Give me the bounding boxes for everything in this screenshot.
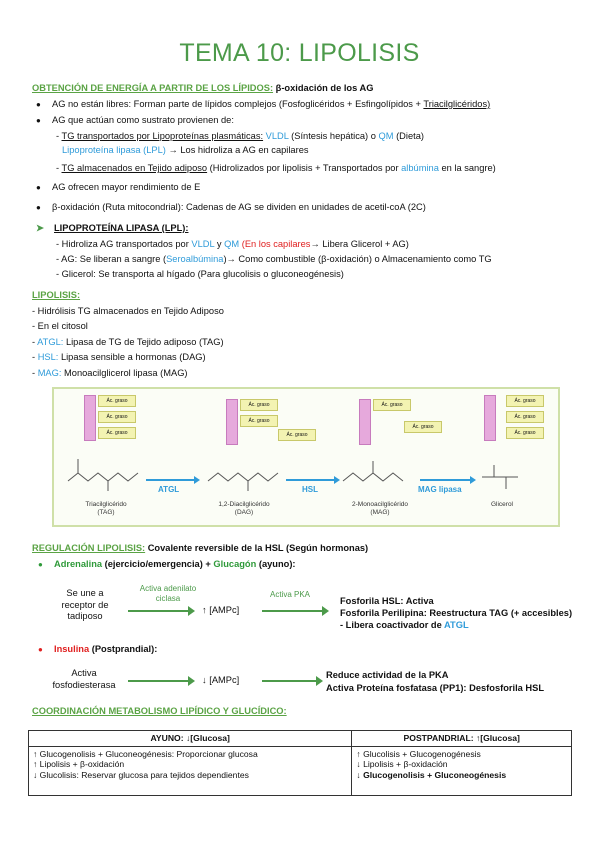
energy-item-4: β-oxidación (Ruta mitocondrial): Cadenas… [52, 202, 426, 212]
enzyme-mag-lipasa: MAG lipasa [418, 485, 462, 494]
lipolysis-diagram: Ác. graso Ác. graso Ác. graso Ác. graso … [52, 387, 560, 527]
fatty-acid-block: Ác. graso [404, 421, 442, 433]
energy-item-3: AG ofrecen mayor rendimiento de E [52, 182, 201, 192]
energy-sub-2: - TG almacenados en Tejido adiposo (Hidr… [56, 163, 496, 173]
energy-item-2: AG que actúan como sustrato provienen de… [52, 115, 234, 125]
reaction-arrow-icon [286, 476, 340, 484]
adrenalina-line: Adrenalina (ejercicio/emergencia) + Gluc… [54, 559, 296, 569]
fatty-acid-block: Ác. graso [240, 415, 278, 427]
cell-postpandrial: ↑ Glucolisis + Glucogenogénesis↓ Lipolis… [351, 745, 572, 796]
output-pp1: Activa Proteína fosfatasa (PP1): Desfosf… [326, 683, 545, 693]
molecule-label-glicerol: Glicerol [490, 501, 514, 508]
fatty-acid-block: Ác. graso [506, 395, 544, 407]
table-row: AYUNO: ↓[Glucosa] POSTPANDRIAL: ↑[Glucos… [27, 730, 572, 747]
fatty-acid-block: Ác. graso [506, 411, 544, 423]
bullet-icon: ● [36, 100, 41, 109]
lipolisis-heading: LIPOLISIS: [32, 290, 81, 300]
dag-structure-icon [207, 472, 279, 491]
fatty-acid-block: Ác. graso [98, 395, 136, 407]
arrow-right-icon [128, 676, 195, 686]
lipolisis-line-1: - Hidrólisis TG almacenados en Tejido Ad… [32, 306, 224, 316]
col-ayuno: AYUNO: ↓[Glucosa] [27, 730, 353, 747]
lpl-line-2: - AG: Se liberan a sangre (Seroalbúmina)… [56, 254, 492, 264]
output-atgl: - Libera coactivador de ATGL [340, 620, 469, 630]
cell-ayuno: ↑ Glucogenolisis + Gluconeogénesis: Prop… [27, 745, 353, 796]
output-pka-down: Reduce actividad de la PKA [326, 670, 449, 680]
molecule-label-dag: 1,2-Diacilglicérido(DAG) [218, 501, 270, 517]
lipolisis-line-3: - ATGL: Lipasa de TG de Tejido adiposo (… [32, 337, 224, 347]
molecule-label-tag: Triacilglicérido(TAG) [85, 501, 127, 517]
enzyme-atgl: ATGL [158, 485, 180, 494]
energy-sub-1: - TG transportados por Lipoproteínas pla… [56, 131, 424, 141]
regulacion-heading: REGULACIÓN LIPOLISIS: Covalente reversib… [32, 543, 369, 553]
lpl-heading: LIPOPROTEÍNA LIPASA (LPL): [54, 223, 189, 233]
glycerol-structure-icon [482, 465, 518, 489]
reaction-arrow-icon [420, 476, 476, 484]
insulina-line: Insulina (Postprandial): [54, 644, 158, 654]
energy-sub-1b: Lipoproteína lipasa (LPL) → Los hidroliz… [62, 145, 309, 155]
lipolisis-line-5: - MAG: Monoacilglicerol lipasa (MAG) [32, 368, 188, 378]
arrow-bullet-icon: ➤ [36, 223, 44, 233]
fatty-acid-block: Ác. graso [240, 399, 278, 411]
coord-heading: COORDINACIÓN METABOLISMO LIPÍDICO Y GLUC… [32, 706, 287, 716]
glycerol-block [484, 395, 496, 441]
arrow-label-pka: Activa PKA [270, 590, 311, 599]
bullet-icon: ● [36, 183, 41, 192]
lpl-line-1: - Hidroliza AG transportados por VLDL y … [56, 239, 409, 249]
fatty-acid-block: Ác. graso [373, 399, 411, 411]
bullet-icon: ● [36, 203, 41, 212]
fatty-acid-block: Ác. graso [506, 427, 544, 439]
section-energy-heading: OBTENCIÓN DE ENERGÍA A PARTIR DE LOS LÍP… [32, 83, 374, 93]
glycerol-block [84, 395, 96, 441]
coord-table: AYUNO: ↓[Glucosa] POSTPANDRIAL: ↑[Glucos… [27, 730, 572, 796]
output-perilipina: Fosforila Perilipina: Reestructura TAG (… [340, 608, 573, 618]
bullet-icon: ● [38, 560, 43, 569]
reaction-arrow-icon [146, 476, 200, 484]
glycerol-block [359, 399, 371, 445]
output-hsl: Fosforila HSL: Activa [340, 596, 434, 606]
arrow-right-icon [128, 606, 195, 616]
fatty-acid-block: Ác. graso [278, 429, 316, 441]
arrow-right-icon [262, 676, 323, 686]
table-row: ↑ Glucogenolisis + Gluconeogénesis: Prop… [27, 745, 572, 796]
fatty-acid-block: Ác. graso [98, 411, 136, 423]
mag-structure-icon [342, 461, 404, 482]
energy-item-1: AG no están libres: Forman parte de lípi… [52, 99, 491, 109]
molecule-label-mag: 2-Monoacilglicérido(MAG) [352, 501, 408, 517]
bullet-icon: ● [38, 645, 43, 654]
arrow-right-icon [262, 606, 329, 616]
page-title: TEMA 10: LIPOLISIS [179, 39, 420, 67]
lipolisis-line-4: - HSL: Lipasa sensible a hormonas (DAG) [32, 352, 206, 362]
bullet-icon: ● [36, 116, 41, 125]
tag-structure-icon [67, 459, 139, 491]
fatty-acid-block: Ác. graso [98, 427, 136, 439]
lipolisis-line-2: - En el citosol [32, 321, 88, 331]
ampc-down: ↓ [AMPc] [202, 675, 240, 685]
glycerol-block [226, 399, 238, 445]
lpl-line-3: - Glicerol: Se transporta al hígado (Par… [56, 269, 344, 279]
ampc-up: ↑ [AMPc] [202, 605, 240, 615]
enzyme-hsl: HSL [302, 485, 318, 494]
col-postpandrial: POSTPANDRIAL: ↑[Glucosa] [351, 730, 572, 747]
